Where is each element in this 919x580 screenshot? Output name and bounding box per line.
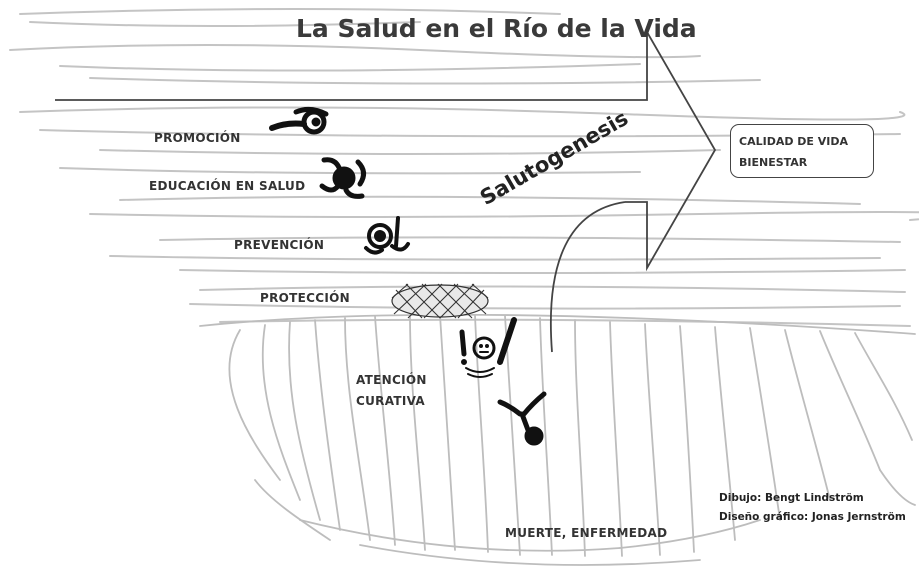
waterfall bbox=[199, 313, 916, 566]
outcome-box: CALIDAD DE VIDA BIENESTAR bbox=[730, 124, 874, 178]
protection-net bbox=[391, 283, 489, 319]
river-streams bbox=[9, 8, 919, 327]
salutogenesis-curve bbox=[550, 201, 626, 353]
credits: Dibujo: Bengt Lindström Diseño gráfico: … bbox=[719, 489, 906, 527]
credit-drawing: Dibujo: Bengt Lindström bbox=[719, 492, 864, 504]
drowning-person-figure bbox=[459, 317, 517, 378]
diagram-title: La Salud en el Río de la Vida bbox=[296, 14, 697, 43]
label-prevencion: PREVENCIÓN bbox=[234, 238, 325, 252]
swimmer-prevencion-figure bbox=[364, 216, 410, 255]
credit-design: Diseño gráfico: Jonas Jernström bbox=[719, 511, 906, 523]
salutogenesis-arrow bbox=[55, 28, 717, 272]
outcome-wellbeing: BIENESTAR bbox=[739, 156, 808, 169]
outcome-quality-of-life: CALIDAD DE VIDA bbox=[739, 135, 849, 148]
label-proteccion: PROTECCIÓN bbox=[260, 291, 350, 305]
label-atencion: ATENCIÓN bbox=[356, 373, 427, 387]
swimmer-educacion-figure bbox=[319, 157, 366, 199]
swimmer-promocion-figure bbox=[269, 106, 329, 135]
label-muerte-enfermedad: MUERTE, ENFERMEDAD bbox=[505, 526, 668, 540]
label-curativa: CURATIVA bbox=[356, 394, 425, 408]
label-promocion: PROMOCIÓN bbox=[154, 131, 241, 145]
falling-person-figure bbox=[497, 391, 547, 446]
label-educacion-en-salud: EDUCACIÓN EN SALUD bbox=[149, 179, 306, 193]
